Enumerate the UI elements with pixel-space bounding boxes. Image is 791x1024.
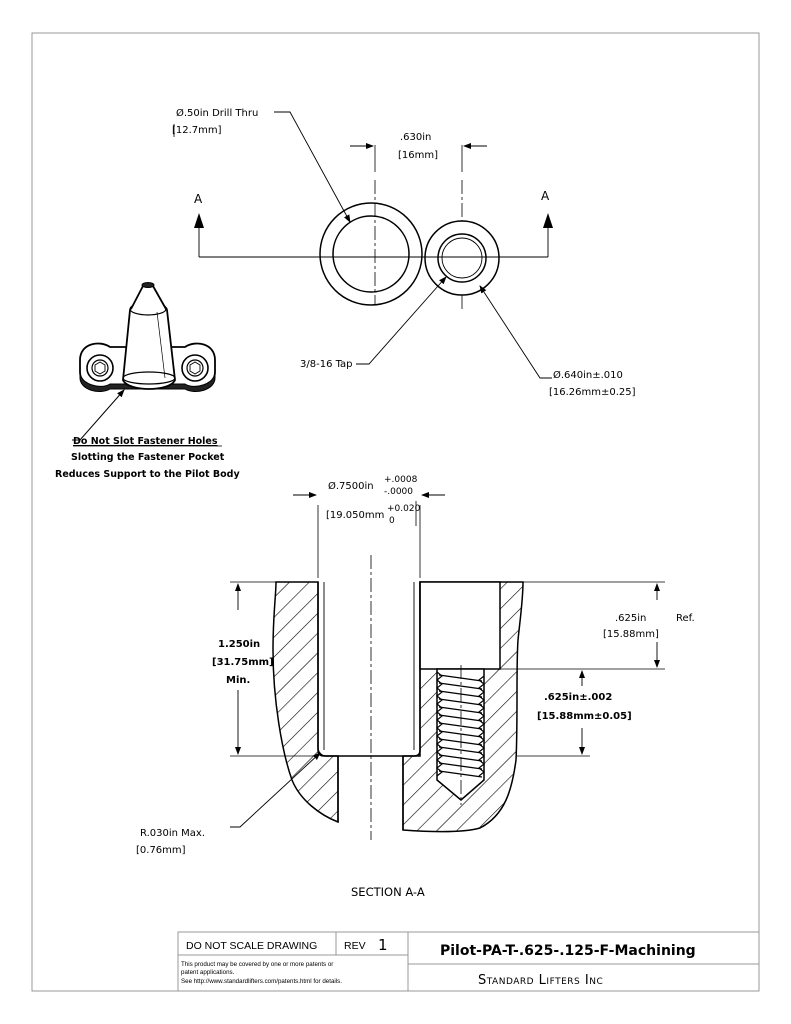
- depth-mm: [31.75mm]: [212, 657, 274, 668]
- thread-mm: [15.88mm±0.05]: [537, 711, 632, 722]
- iso-note-line2: Slotting the Fastener Pocket: [71, 452, 225, 463]
- depth-in: 1.250in: [218, 639, 260, 650]
- pilot-tip: [130, 285, 167, 310]
- drill-leader: [274, 111, 351, 223]
- tap-dia-mm: [16.26mm±0.25]: [549, 387, 636, 398]
- tap-outer-circle: [424, 220, 500, 296]
- counterbore-cavity: [419, 581, 501, 670]
- cbore-ref: Ref.: [676, 613, 695, 624]
- company-name: Standard Lifters Inc: [478, 973, 603, 988]
- tap-leader: [356, 276, 447, 365]
- rev-value: 1: [378, 936, 388, 954]
- tap-dia-in: Ø.640in±.010: [553, 369, 623, 381]
- thread-in: .625in±.002: [544, 692, 612, 703]
- tap-inner-circle: [437, 233, 487, 283]
- spacing-dim-in: .630in: [400, 132, 431, 143]
- radius-mm: [0.76mm]: [136, 845, 186, 856]
- tap-dia-leader: [479, 285, 552, 379]
- title-block: DO NOT SCALE DRAWING REV 1 This product …: [177, 931, 760, 992]
- no-scale-label: DO NOT SCALE DRAWING: [186, 940, 317, 952]
- bore-tol-mm-lower: 0: [389, 516, 395, 526]
- section-marker-right: A: [541, 189, 550, 203]
- bore-tol-mm-upper: +0.020: [387, 504, 421, 514]
- spacing-dim-mm: [16mm]: [398, 150, 438, 161]
- radius-leader: [230, 752, 321, 828]
- section-arrow-right: [543, 213, 553, 228]
- section-marker-left: A: [194, 192, 203, 206]
- bore-tol-in-lower: -.0000: [384, 487, 413, 497]
- section-hatch-left: [272, 581, 339, 824]
- section-title: SECTION A-A: [351, 885, 425, 899]
- top-view: A A .630in [16mm] Ø.50in Drill Thru [12.…: [172, 107, 636, 398]
- patent-line2: patent applications.: [181, 969, 235, 976]
- depth-qual: Min.: [226, 675, 250, 686]
- cbore-mm: [15.88mm]: [603, 629, 659, 640]
- bore-tol-in-upper: +.0008: [384, 475, 418, 485]
- drill-dia-in: Ø.50in Drill Thru: [176, 107, 258, 119]
- pilot-isometric-view: Do Not Slot Fastener Holes Slotting the …: [55, 282, 240, 480]
- drill-dia-mm: [12.7mm]: [172, 125, 222, 136]
- patent-line1: This product may be covered by one or mo…: [181, 961, 333, 968]
- radius-in: R.030in Max.: [140, 828, 205, 839]
- tap-thread-circle: [441, 237, 483, 279]
- tap-label: 3/8-16 Tap: [300, 359, 353, 370]
- iso-note-line3: Reduces Support to the Pilot Body: [55, 469, 240, 480]
- iso-note-line1: Do Not Slot Fastener Holes: [73, 436, 218, 447]
- section-arrow-left: [194, 213, 204, 228]
- cbore-in: .625in: [615, 613, 646, 624]
- rev-label: REV: [344, 940, 366, 952]
- patent-line3: See http://www.standardlifters.com/paten…: [181, 978, 342, 985]
- bore-inner-circle: [332, 215, 410, 293]
- bore-dia-mm: [19.050mm: [326, 510, 384, 521]
- iso-note-leader: [72, 389, 125, 441]
- thread-pattern: [436, 671, 485, 778]
- section-view: Ø.7500in +.0008 -.0000 [19.050mm +0.020 …: [136, 475, 695, 899]
- part-name: Pilot-PA-T-.625-.125-F-Machining: [440, 943, 696, 959]
- bore-outer-circle: [319, 202, 423, 306]
- bore-dia-in: Ø.7500in: [328, 480, 374, 492]
